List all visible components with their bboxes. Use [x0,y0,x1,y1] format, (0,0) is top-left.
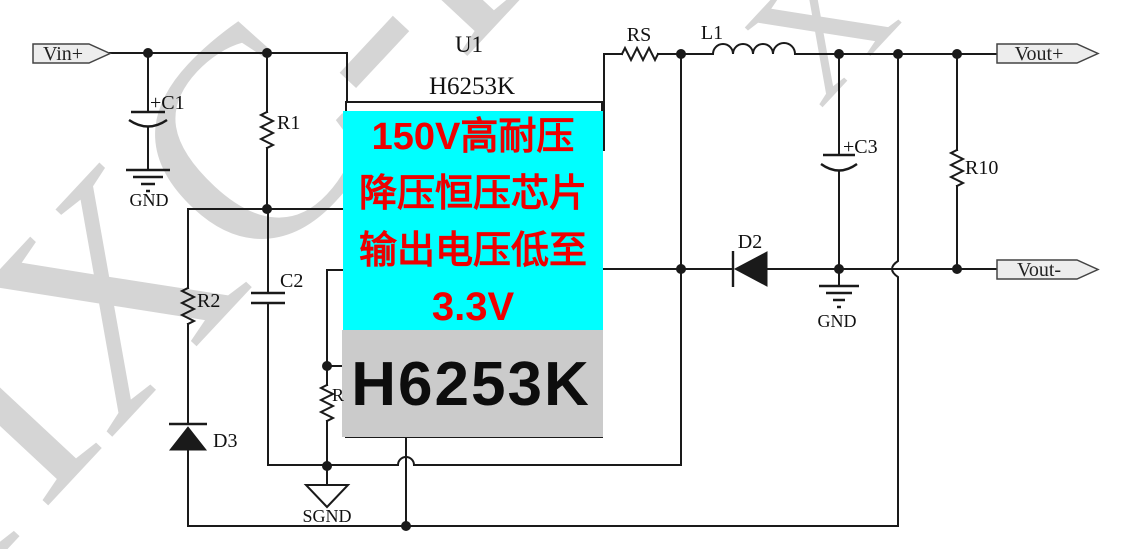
vin-plus-terminal [32,43,112,64]
resistor-r2-label: R2 [197,290,220,312]
resistor-r10-label: R10 [965,157,998,179]
promo-line4: 3.3V [432,285,515,329]
chip-part-label: H6253K [429,73,515,100]
resistor-r-small [318,383,336,423]
component-labels: U1 H6253K +C1 GND R1 R2 C2 D3 R SGND RS … [130,22,999,526]
vout-minus-terminal [996,259,1100,280]
sgnd-symbol [303,484,351,509]
vout-plus-terminal [996,43,1100,64]
gnd-in-symbol [126,168,170,193]
cap-c1-plate-bottom [128,118,168,128]
cap-c2-label: C2 [280,270,303,292]
terminals: Vin+ Vout+ Vout- [32,43,1100,281]
gnd-out-label: GND [818,311,857,331]
promo-line3: 输出电压低至 [359,230,587,272]
inductor-l1 [711,42,797,56]
wire-vin-rail [109,52,348,103]
circuit-wires [109,42,998,527]
resistor-r-small-label: R [332,385,344,405]
cap-c1-label: +C1 [150,92,185,114]
promo-text: 150V高耐压 降压恒压芯片 输出电压低至 3.3V [359,116,587,329]
sgnd-label: SGND [302,506,351,526]
promo-line1: 150V高耐压 [372,116,575,158]
resistor-rs-label: RS [627,24,651,46]
chip-name-box [342,330,603,437]
resistor-r1 [258,110,276,150]
inductor-l1-label: L1 [701,22,723,44]
diode-d2-label: D2 [738,231,762,253]
cap-c3-label: +C3 [843,136,878,158]
junction-dots [143,48,962,531]
resistor-r2 [179,286,197,326]
gnd-in-label: GND [130,190,169,210]
diode-d3-label: D3 [213,430,237,452]
diode-d2 [733,251,768,287]
promo-line2: 降压恒压芯片 [359,173,587,215]
vout-minus-label: Vout- [1017,259,1061,281]
resistor-r10 [948,148,966,188]
cap-c3-plate-bottom [820,163,858,172]
chip-ref-label: U1 [455,32,483,57]
promo-highlight-box [343,111,603,330]
resistor-rs [620,45,660,63]
resistor-r1-label: R1 [277,112,300,134]
vin-plus-label: Vin+ [43,43,83,65]
vout-plus-label: Vout+ [1015,43,1064,65]
chip-box-label: H6253K [351,350,590,419]
gnd-out-symbol [819,284,859,309]
